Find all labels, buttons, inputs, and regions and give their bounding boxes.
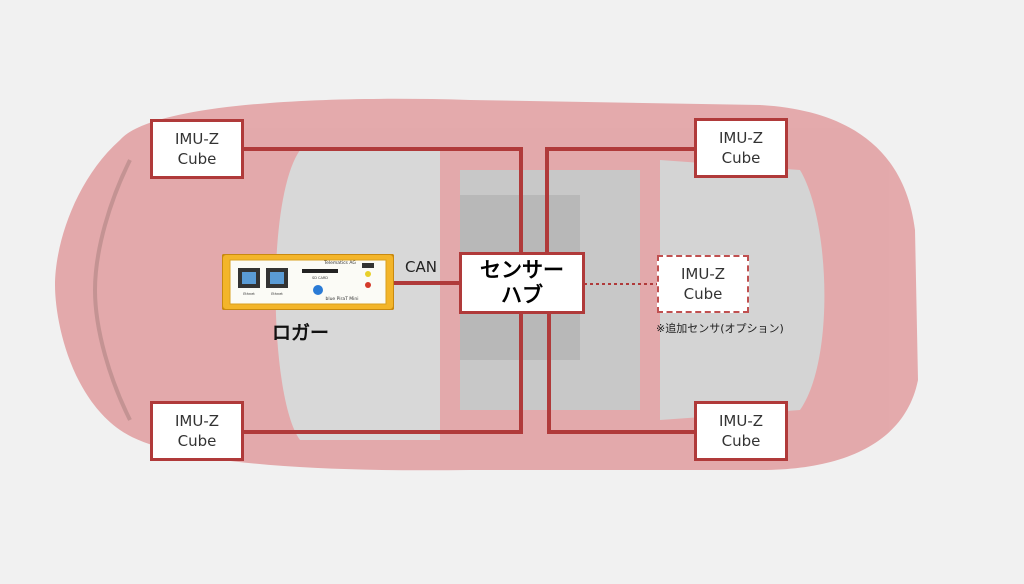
sensor-name: IMU-Z bbox=[718, 412, 764, 430]
sd-card-label: SD CARD bbox=[312, 276, 328, 280]
sensor-name: IMU-Z bbox=[680, 265, 726, 283]
line-bottom-right bbox=[547, 313, 696, 434]
sensor-type: Cube bbox=[177, 432, 217, 450]
line-top-right bbox=[545, 147, 696, 254]
power-button bbox=[313, 285, 323, 295]
line-top-left bbox=[243, 147, 523, 254]
logger-device: Telematics AG blue PiraT Mini Ethnet Eth… bbox=[221, 253, 395, 311]
sd-card-slot bbox=[302, 269, 338, 273]
hub-label-line1: センサー bbox=[480, 258, 564, 282]
sensor-box-top-right: IMU-Z Cube bbox=[694, 118, 788, 178]
logger-model: blue PiraT Mini bbox=[325, 296, 358, 302]
sensor-hub-box: センサー ハブ bbox=[459, 252, 585, 314]
sensor-type: Cube bbox=[721, 149, 761, 167]
status-led-red bbox=[365, 282, 371, 288]
sensor-type: Cube bbox=[721, 432, 761, 450]
sensor-name: IMU-Z bbox=[174, 412, 220, 430]
sensor-box-top-left: IMU-Z Cube bbox=[150, 119, 244, 179]
sensor-type: Cube bbox=[683, 285, 723, 303]
sensor-type: Cube bbox=[177, 150, 217, 168]
hub-label-line2: ハブ bbox=[501, 283, 543, 307]
optional-sensor-box: IMU-Z Cube bbox=[657, 255, 749, 313]
logger-label: ロガー bbox=[272, 322, 330, 344]
optional-sensor-note: ※追加センサ(オプション) bbox=[656, 322, 784, 335]
sensor-name: IMU-Z bbox=[174, 130, 220, 148]
sensor-name: IMU-Z bbox=[718, 129, 764, 147]
logger-device-image: Telematics AG blue PiraT Mini Ethnet Eth… bbox=[221, 253, 395, 311]
port2-label: Ethnet bbox=[271, 292, 283, 296]
logger-brand: Telematics AG bbox=[323, 260, 356, 266]
port1-label: Ethnet bbox=[243, 292, 255, 296]
sensor-box-bottom-left: IMU-Z Cube bbox=[150, 401, 244, 461]
line-bottom-left bbox=[243, 313, 523, 434]
connection-lines bbox=[243, 147, 696, 434]
sensor-box-bottom-right: IMU-Z Cube bbox=[694, 401, 788, 461]
status-led-yellow bbox=[365, 271, 371, 277]
can-label: CAN bbox=[405, 258, 437, 276]
